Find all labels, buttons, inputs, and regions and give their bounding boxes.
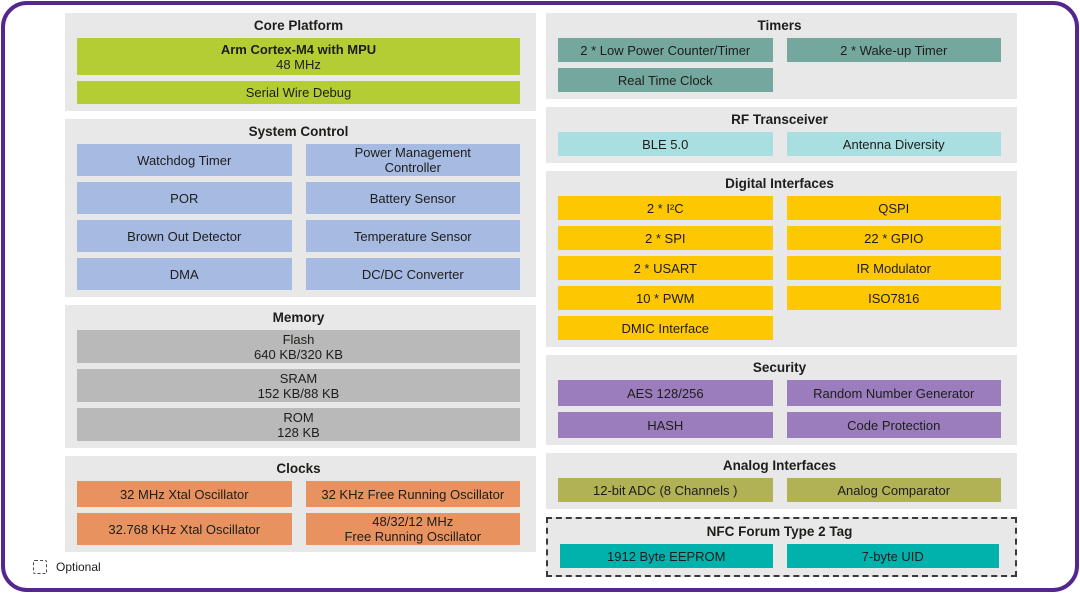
block-dcdc-converter: DC/DC Converter [305, 258, 520, 290]
block-low-power-counter-timer: 2 * Low Power Counter/Timer [558, 38, 773, 62]
section-timers: Timers 2 * Low Power Counter/Timer 2 * W… [546, 13, 1017, 99]
nfc-tag-title: NFC Forum Type 2 Tag [706, 524, 853, 539]
section-clocks: Clocks 32 MHz Xtal Oscillator 32 KHz Fre… [65, 456, 536, 552]
block-brown-out-detector: Brown Out Detector [77, 220, 292, 252]
block-eeprom: 1912 Byte EEPROM [560, 544, 773, 568]
block-dmic-interface: DMIC Interface [558, 316, 773, 340]
block-spi: 2 * SPI [558, 226, 773, 250]
block-adc: 12-bit ADC (8 Channels ) [558, 478, 773, 502]
clocks-title: Clocks [276, 461, 321, 476]
block-flash: Flash 640 KB/320 KB [77, 330, 520, 363]
block-rom: ROM 128 KB [77, 408, 520, 441]
block-usart: 2 * USART [558, 256, 773, 280]
analog-interfaces-title: Analog Interfaces [722, 458, 837, 473]
block-battery-sensor: Battery Sensor [305, 182, 520, 214]
block-dma: DMA [77, 258, 292, 290]
section-system-control: System Control Watchdog Timer Power Mana… [65, 119, 536, 297]
legend-optional-label: Optional [56, 560, 101, 574]
block-power-management-controller: Power Management Controller [305, 144, 520, 176]
block-ir-modulator: IR Modulator [786, 256, 1001, 280]
block-48-32-12mhz-free-running-oscillator: 48/32/12 MHz Free Running Oscillator [305, 513, 520, 545]
core-platform-title: Core Platform [253, 18, 344, 33]
block-temperature-sensor: Temperature Sensor [305, 220, 520, 252]
block-serial-wire-debug: Serial Wire Debug [77, 81, 520, 104]
section-security: Security AES 128/256 Random Number Gener… [546, 355, 1017, 445]
block-32mhz-xtal-oscillator: 32 MHz Xtal Oscillator [77, 481, 292, 507]
soc-block-diagram: Core Platform Arm Cortex-M4 with MPU 48 … [65, 13, 1017, 577]
section-memory: Memory Flash 640 KB/320 KB SRAM 152 KB/8… [65, 305, 536, 448]
block-por: POR [77, 182, 292, 214]
block-code-protection: Code Protection [786, 412, 1001, 438]
block-qspi: QSPI [786, 196, 1001, 220]
cpu-frequency: 48 MHz [276, 56, 321, 72]
block-sram: SRAM 152 KB/88 KB [77, 369, 520, 402]
block-i2c: 2 * I²C [558, 196, 773, 220]
legend-optional: Optional [33, 560, 101, 574]
block-hash: HASH [558, 412, 773, 438]
block-7-byte-uid: 7-byte UID [786, 544, 999, 568]
section-nfc-forum-type-2-tag: NFC Forum Type 2 Tag 1912 Byte EEPROM 7-… [546, 517, 1017, 577]
security-title: Security [752, 360, 807, 375]
block-watchdog-timer: Watchdog Timer [77, 144, 292, 176]
block-antenna-diversity: Antenna Diversity [786, 132, 1001, 156]
optional-dashed-box-icon [33, 560, 47, 574]
system-control-title: System Control [248, 124, 349, 139]
block-wake-up-timer: 2 * Wake-up Timer [786, 38, 1001, 62]
block-analog-comparator: Analog Comparator [786, 478, 1001, 502]
right-column: Timers 2 * Low Power Counter/Timer 2 * W… [546, 13, 1017, 577]
timers-title: Timers [757, 18, 802, 33]
cpu-name: Arm Cortex-M4 with MPU [220, 41, 377, 57]
block-iso7816: ISO7816 [786, 286, 1001, 310]
section-analog-interfaces: Analog Interfaces 12-bit ADC (8 Channels… [546, 453, 1017, 509]
block-32khz-free-running-oscillator: 32 KHz Free Running Oscillator [305, 481, 520, 507]
block-cpu: Arm Cortex-M4 with MPU 48 MHz [77, 38, 520, 75]
section-rf-transceiver: RF Transceiver BLE 5.0 Antenna Diversity [546, 107, 1017, 163]
block-random-number-generator: Random Number Generator [786, 380, 1001, 406]
block-gpio: 22 * GPIO [786, 226, 1001, 250]
left-column: Core Platform Arm Cortex-M4 with MPU 48 … [65, 13, 536, 577]
block-ble-5-0: BLE 5.0 [558, 132, 773, 156]
section-digital-interfaces: Digital Interfaces 2 * I²C QSPI 2 * SPI … [546, 171, 1017, 347]
block-32768khz-xtal-oscillator: 32.768 KHz Xtal Oscillator [77, 513, 292, 545]
section-core-platform: Core Platform Arm Cortex-M4 with MPU 48 … [65, 13, 536, 111]
block-real-time-clock: Real Time Clock [558, 68, 773, 92]
rf-transceiver-title: RF Transceiver [731, 112, 828, 127]
digital-interfaces-title: Digital Interfaces [725, 176, 834, 191]
memory-title: Memory [272, 310, 325, 325]
block-pwm: 10 * PWM [558, 286, 773, 310]
block-aes: AES 128/256 [558, 380, 773, 406]
